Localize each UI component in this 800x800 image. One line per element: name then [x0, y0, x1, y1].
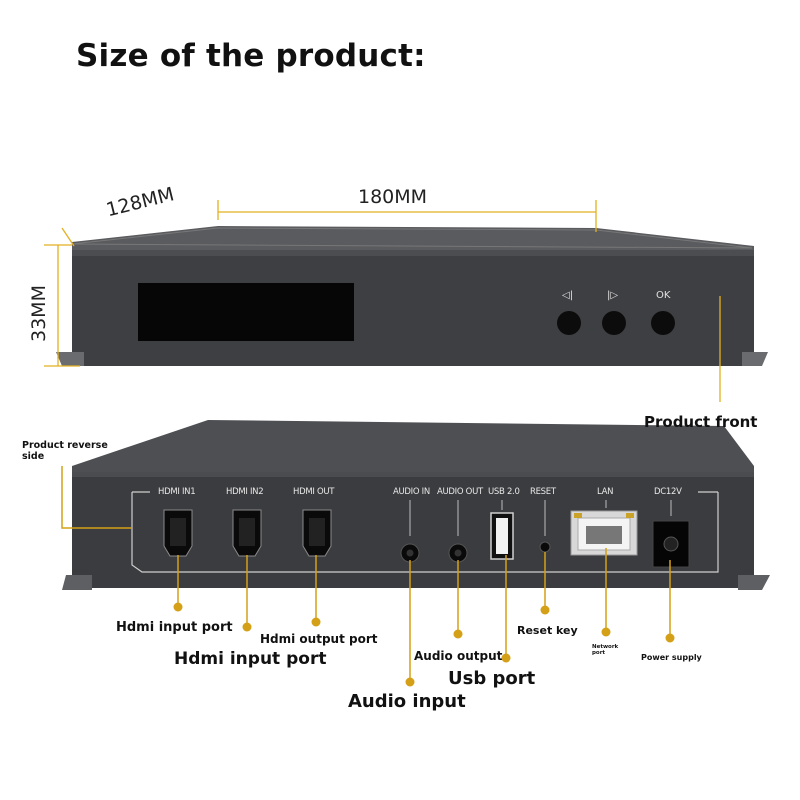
callout-reset: Reset key	[517, 624, 578, 637]
rear-foot-left	[62, 575, 92, 590]
ok-button-caption: OK	[656, 290, 671, 301]
front-top-panel	[72, 226, 754, 252]
rear-top-panel	[72, 420, 754, 474]
reset-hole	[539, 541, 551, 553]
next-button	[602, 311, 626, 335]
caption-hdmi-out: HDMI OUT	[293, 487, 335, 497]
next-button-caption: |▷	[607, 290, 619, 301]
front-foot-left	[56, 352, 84, 366]
callout-hdmi-out: Hdmi output port	[260, 632, 378, 646]
caption-hdmi-in1: HDMI IN1	[158, 487, 196, 497]
caption-hdmi-in2: HDMI IN2	[226, 487, 264, 497]
rear-foot-right	[738, 575, 770, 590]
hdmi-in1-port	[163, 509, 193, 557]
callout-lines	[61, 466, 671, 680]
callout-audio-in: Audio input	[348, 691, 466, 712]
front-foot-right	[742, 352, 768, 366]
caption-dc12v: DC12V	[654, 487, 682, 497]
height-dimension: 33MM	[28, 285, 50, 342]
ok-button	[651, 311, 675, 335]
product-front-label: Product front	[644, 413, 758, 431]
caption-lan: LAN	[597, 487, 614, 497]
prev-button	[557, 311, 581, 335]
caption-audio-in: AUDIO IN	[393, 487, 430, 497]
page-title: Size of the product:	[76, 38, 426, 74]
callout-power: Power supply	[641, 653, 702, 662]
caption-usb: USB 2.0	[488, 487, 520, 497]
rear-frame	[131, 492, 719, 573]
hdmi-in2-port	[232, 509, 262, 557]
dimension-lines	[44, 200, 721, 402]
width-dimension: 180MM	[358, 186, 428, 208]
callout-hdmi-in2: Hdmi input port	[174, 649, 327, 669]
callout-dots	[173, 602, 675, 687]
callout-hdmi-in1: Hdmi input port	[116, 620, 233, 635]
callout-audio-out: Audio output	[414, 649, 503, 663]
callout-usb: Usb port	[448, 668, 536, 689]
lan-port	[570, 510, 638, 556]
caption-audio-out: AUDIO OUT	[437, 487, 483, 497]
product-reverse-label: Product reverse side	[22, 440, 108, 462]
caption-reset: RESET	[530, 487, 556, 497]
prev-button-caption: ◁|	[562, 290, 574, 301]
front-display	[138, 283, 354, 341]
callout-lan: Network port	[592, 644, 619, 656]
hdmi-out-port	[302, 509, 332, 557]
